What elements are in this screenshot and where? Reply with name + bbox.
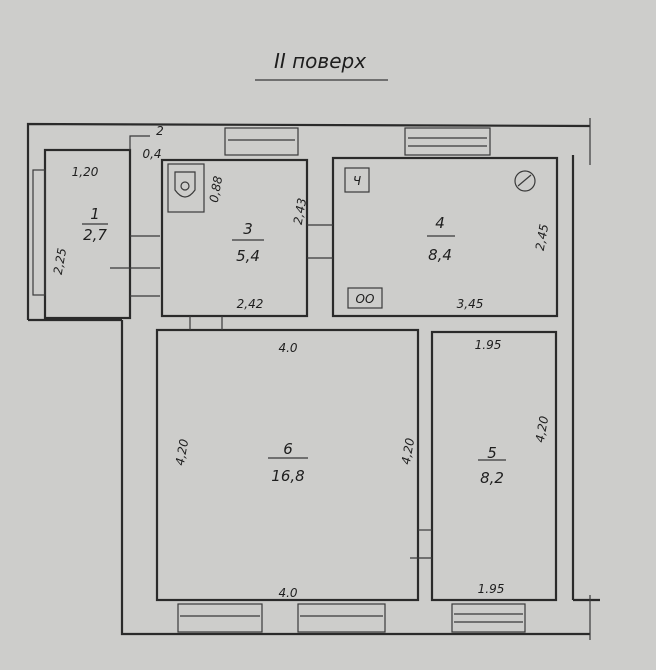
corridor-lines [110,224,432,559]
svg-text:3: 3 [243,220,253,238]
svg-text:4,20: 4,20 [533,415,551,444]
room-3-label: 3 5,4 [232,220,264,265]
room-5-outline [430,330,558,602]
room-3-outline [160,158,309,318]
plan-title: II поверх [274,49,366,73]
svg-text:4,20: 4,20 [399,437,417,466]
svg-text:4.0: 4.0 [278,341,297,355]
svg-text:4,20: 4,20 [173,438,191,467]
room-5-label: 5 8,2 [478,444,506,487]
svg-text:ОО: ОО [356,292,375,306]
svg-text:4: 4 [435,214,445,232]
svg-text:0,88: 0,88 [207,175,225,204]
svg-text:6: 6 [283,440,293,458]
room-6-outline [155,328,420,602]
svg-text:2,42: 2,42 [237,297,264,311]
svg-text:4.0: 4.0 [278,586,297,600]
room-2-label: 2 0,4 [142,124,163,161]
svg-text:1.95: 1.95 [475,338,502,352]
room-2-outline [129,135,150,150]
svg-text:1: 1 [90,205,100,223]
svg-text:5: 5 [487,444,497,462]
windows [32,127,526,633]
toilet-icon [167,163,205,213]
svg-text:8,4: 8,4 [428,246,452,264]
dimension-labels: 1,20 2,25 0,88 2,43 2,42 2,45 3,45 4.0 4… [51,165,551,600]
room-6-label: 6 16,8 [268,440,308,485]
svg-text:Ч: Ч [353,174,361,188]
room-1-label: 1 2,7 [82,205,108,244]
svg-text:5,4: 5,4 [236,247,260,265]
svg-text:8,2: 8,2 [480,469,504,487]
svg-text:16,8: 16,8 [271,467,304,485]
svg-text:3,45: 3,45 [457,297,484,311]
svg-text:1.95: 1.95 [478,582,505,596]
svg-text:2: 2 [156,124,164,138]
svg-text:2,25: 2,25 [51,247,69,276]
svg-text:0,4: 0,4 [142,147,161,161]
stove-icon: Ч [344,167,370,193]
room-4-label: 4 8,4 [427,214,455,264]
burner-icon: ОО [347,287,383,309]
svg-text:2,7: 2,7 [83,226,107,244]
svg-text:2,45: 2,45 [533,223,551,252]
outer-walls [26,118,600,640]
boiler-icon [514,170,536,192]
svg-text:2,43: 2,43 [291,197,309,226]
svg-text:1,20: 1,20 [72,165,99,179]
room-4-outline [331,156,559,318]
